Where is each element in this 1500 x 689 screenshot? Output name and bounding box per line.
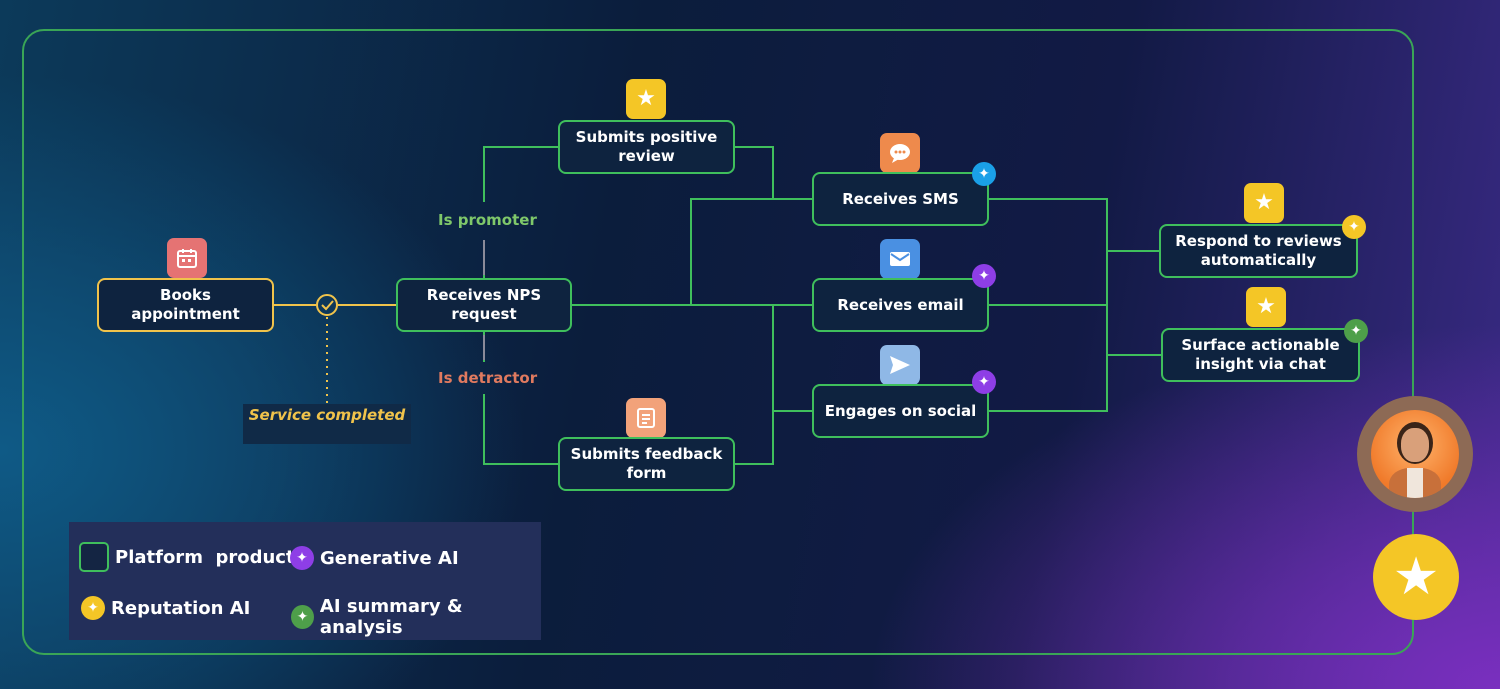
legend-generative-ai: ✦ Generative AI xyxy=(290,546,459,570)
legend-reputation-label: Reputation AI xyxy=(111,597,251,619)
generative-ai-sparkle-icon: ✦ xyxy=(972,264,996,288)
reputation-ai-sparkle-icon: ✦ xyxy=(81,596,105,620)
service-completed-label: Service completed xyxy=(243,404,411,444)
node-respond-to-reviews: Respond to reviews automatically xyxy=(1159,224,1358,278)
generative-ai-sparkle-icon: ✦ xyxy=(972,370,996,394)
envelope-icon xyxy=(880,239,920,279)
legend-summary-label: AI summary & analysis xyxy=(319,596,463,638)
node-engages-on-social: Engages on social xyxy=(812,384,989,438)
node-books-appointment: Books appointment xyxy=(97,278,274,332)
generative-ai-sparkle-icon: ✦ xyxy=(290,546,314,570)
diagram-frame xyxy=(22,29,1414,655)
legend: Platform product ✦ Generative AI ✦ Reput… xyxy=(69,522,541,640)
node-receives-sms: Receives SMS xyxy=(812,172,989,226)
legend-generative-label: Generative AI xyxy=(320,547,459,569)
node-surface-insight: Surface actionable insight via chat xyxy=(1161,328,1360,382)
paper-plane-icon xyxy=(880,345,920,385)
reputation-ai-sparkle-icon: ✦ xyxy=(1342,215,1366,239)
node-receives-email: Receives email xyxy=(812,278,989,332)
document-icon xyxy=(626,398,666,438)
platform-box-icon xyxy=(79,542,109,572)
sparkle-icon: ✦ xyxy=(972,162,996,186)
is-detractor-label: Is detractor xyxy=(438,369,538,387)
calendar-icon xyxy=(167,238,207,278)
node-receives-nps: Receives NPS request xyxy=(396,278,572,332)
chat-bubble-icon xyxy=(880,133,920,173)
is-promoter-label: Is promoter xyxy=(438,211,537,229)
node-submits-feedback-form: Submits feedback form xyxy=(558,437,735,491)
service-completed-text: Service completed xyxy=(248,406,406,424)
ai-summary-sparkle-icon: ✦ xyxy=(1344,319,1368,343)
avatar-photo xyxy=(1371,410,1459,498)
legend-reputation-ai: ✦ Reputation AI xyxy=(81,596,250,620)
star-icon: ★ xyxy=(626,79,666,119)
star-icon: ★ xyxy=(1246,287,1286,327)
legend-platform-product: Platform product xyxy=(79,542,295,572)
legend-platform-label: Platform product xyxy=(115,546,295,568)
ai-summary-sparkle-icon: ✦ xyxy=(291,605,314,629)
legend-ai-summary: ✦ AI summary & analysis xyxy=(291,596,541,638)
avatar xyxy=(1357,396,1473,512)
star-icon: ★ xyxy=(1373,534,1459,620)
node-submits-positive-review: Submits positive review xyxy=(558,120,735,174)
star-icon: ★ xyxy=(1244,183,1284,223)
